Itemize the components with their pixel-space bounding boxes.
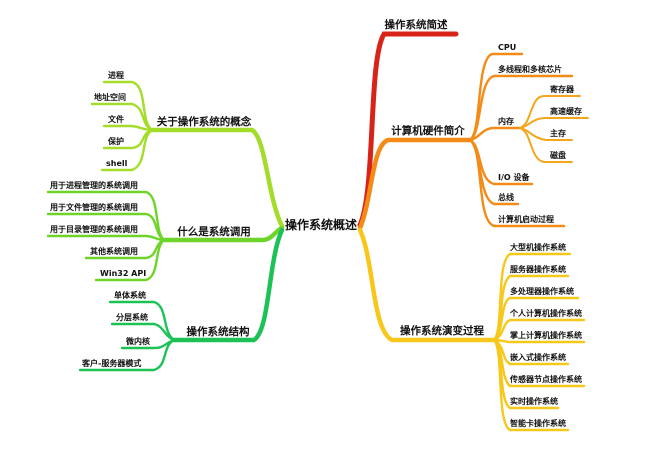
leaf-line-pc [492, 318, 586, 342]
leaf-line-sc-win32 [94, 238, 166, 282]
leaf-label-mainframe: 大型机操作系统 [510, 242, 566, 252]
branch-line-evolution [357, 227, 497, 343]
leaf-label-io: I/O 设备 [498, 172, 530, 182]
leaf-label-sc-other: 其他系统调用 [90, 246, 138, 256]
branch-label-structure: 操作系统结构 [187, 325, 250, 338]
leaf-label-cpu: CPU [498, 43, 516, 52]
leaf-label-server: 服务器操作系统 [510, 264, 566, 274]
leaf-label-sc-file: 用于文件管理的系统调用 [49, 202, 138, 212]
branch-line-syscalls [161, 225, 285, 243]
branch-label-hardware: 计算机硬件简介 [391, 124, 465, 137]
leaf-label-realtime: 实时操作系统 [510, 396, 558, 406]
branch-line-hardware [357, 137, 473, 231]
leaf-line-cache [519, 117, 589, 129]
leaf-line-layered [110, 322, 176, 342]
branch-label-intro: 操作系统简述 [385, 18, 448, 31]
leaf-label-multi: 多线程和多核芯片 [498, 64, 562, 74]
leaf-label-embedded: 嵌入式操作系统 [510, 352, 566, 362]
branch-label-concepts: 关于操作系统的概念 [157, 115, 252, 128]
leaf-line-file [102, 124, 154, 132]
leaf-line-sc-dir [46, 234, 166, 242]
leaf-line-clientserver [78, 338, 176, 372]
leaf-label-shell: shell [106, 159, 128, 168]
leaf-line-smartcard [492, 338, 570, 432]
leaf-label-clientserver: 客户-服务器模式 [81, 358, 141, 368]
leaf-label-disk: 磁盘 [550, 150, 566, 160]
leaf-line-shell [100, 128, 154, 172]
leaf-label-protect: 保护 [107, 136, 124, 146]
leaf-label-process: 进程 [108, 70, 124, 80]
leaf-line-registers [519, 95, 581, 129]
leaf-line-handheld [492, 338, 586, 344]
branch-line-concepts [149, 127, 285, 229]
leaf-label-sensor: 传感器节点操作系统 [509, 374, 582, 384]
leaf-label-layered: 分层系统 [116, 312, 148, 322]
branch-line-structure [171, 227, 285, 343]
leaf-label-bus: 总线 [498, 192, 514, 202]
leaf-label-microkernel: 微内核 [125, 336, 150, 346]
branch-label-evolution: 操作系统演变过程 [400, 324, 484, 337]
leaf-label-pc: 个人计算机操作系统 [509, 308, 582, 318]
leaf-label-multiproc: 多处理器操作系统 [510, 286, 574, 296]
leaf-line-sc-file [46, 212, 166, 242]
leaf-label-memory: 内存 [498, 116, 514, 126]
leaf-label-file: 文件 [108, 114, 124, 124]
leaf-line-boot [468, 138, 566, 228]
leaf-label-registers: 寄存器 [550, 84, 575, 94]
leaf-line-disk [519, 127, 573, 163]
leaf-label-boot: 计算机启动过程 [498, 214, 554, 224]
leaf-label-addrspace: 地址空间 [94, 92, 126, 102]
leaf-label-monolithic: 单体系统 [114, 290, 146, 300]
leaf-label-sc-process: 用于进程管理的系统调用 [49, 180, 138, 190]
root-label: 操作系统概述 [285, 217, 357, 232]
leaf-label-smartcard: 智能卡操作系统 [510, 418, 566, 428]
leaf-label-handheld: 掌上计算机操作系统 [510, 330, 582, 340]
leaf-line-addrspace [90, 102, 154, 132]
leaf-label-sc-win32: Win32 API [100, 269, 146, 278]
leaf-label-sc-dir: 用于目录管理的系统调用 [49, 224, 138, 234]
leaf-line-memory [468, 126, 522, 142]
leaf-line-multi [468, 74, 574, 142]
leaf-label-mainmem: 主存 [550, 128, 566, 138]
branch-label-syscalls: 什么是系统调用 [177, 225, 251, 238]
leaf-label-cache: 高速缓存 [550, 106, 582, 116]
